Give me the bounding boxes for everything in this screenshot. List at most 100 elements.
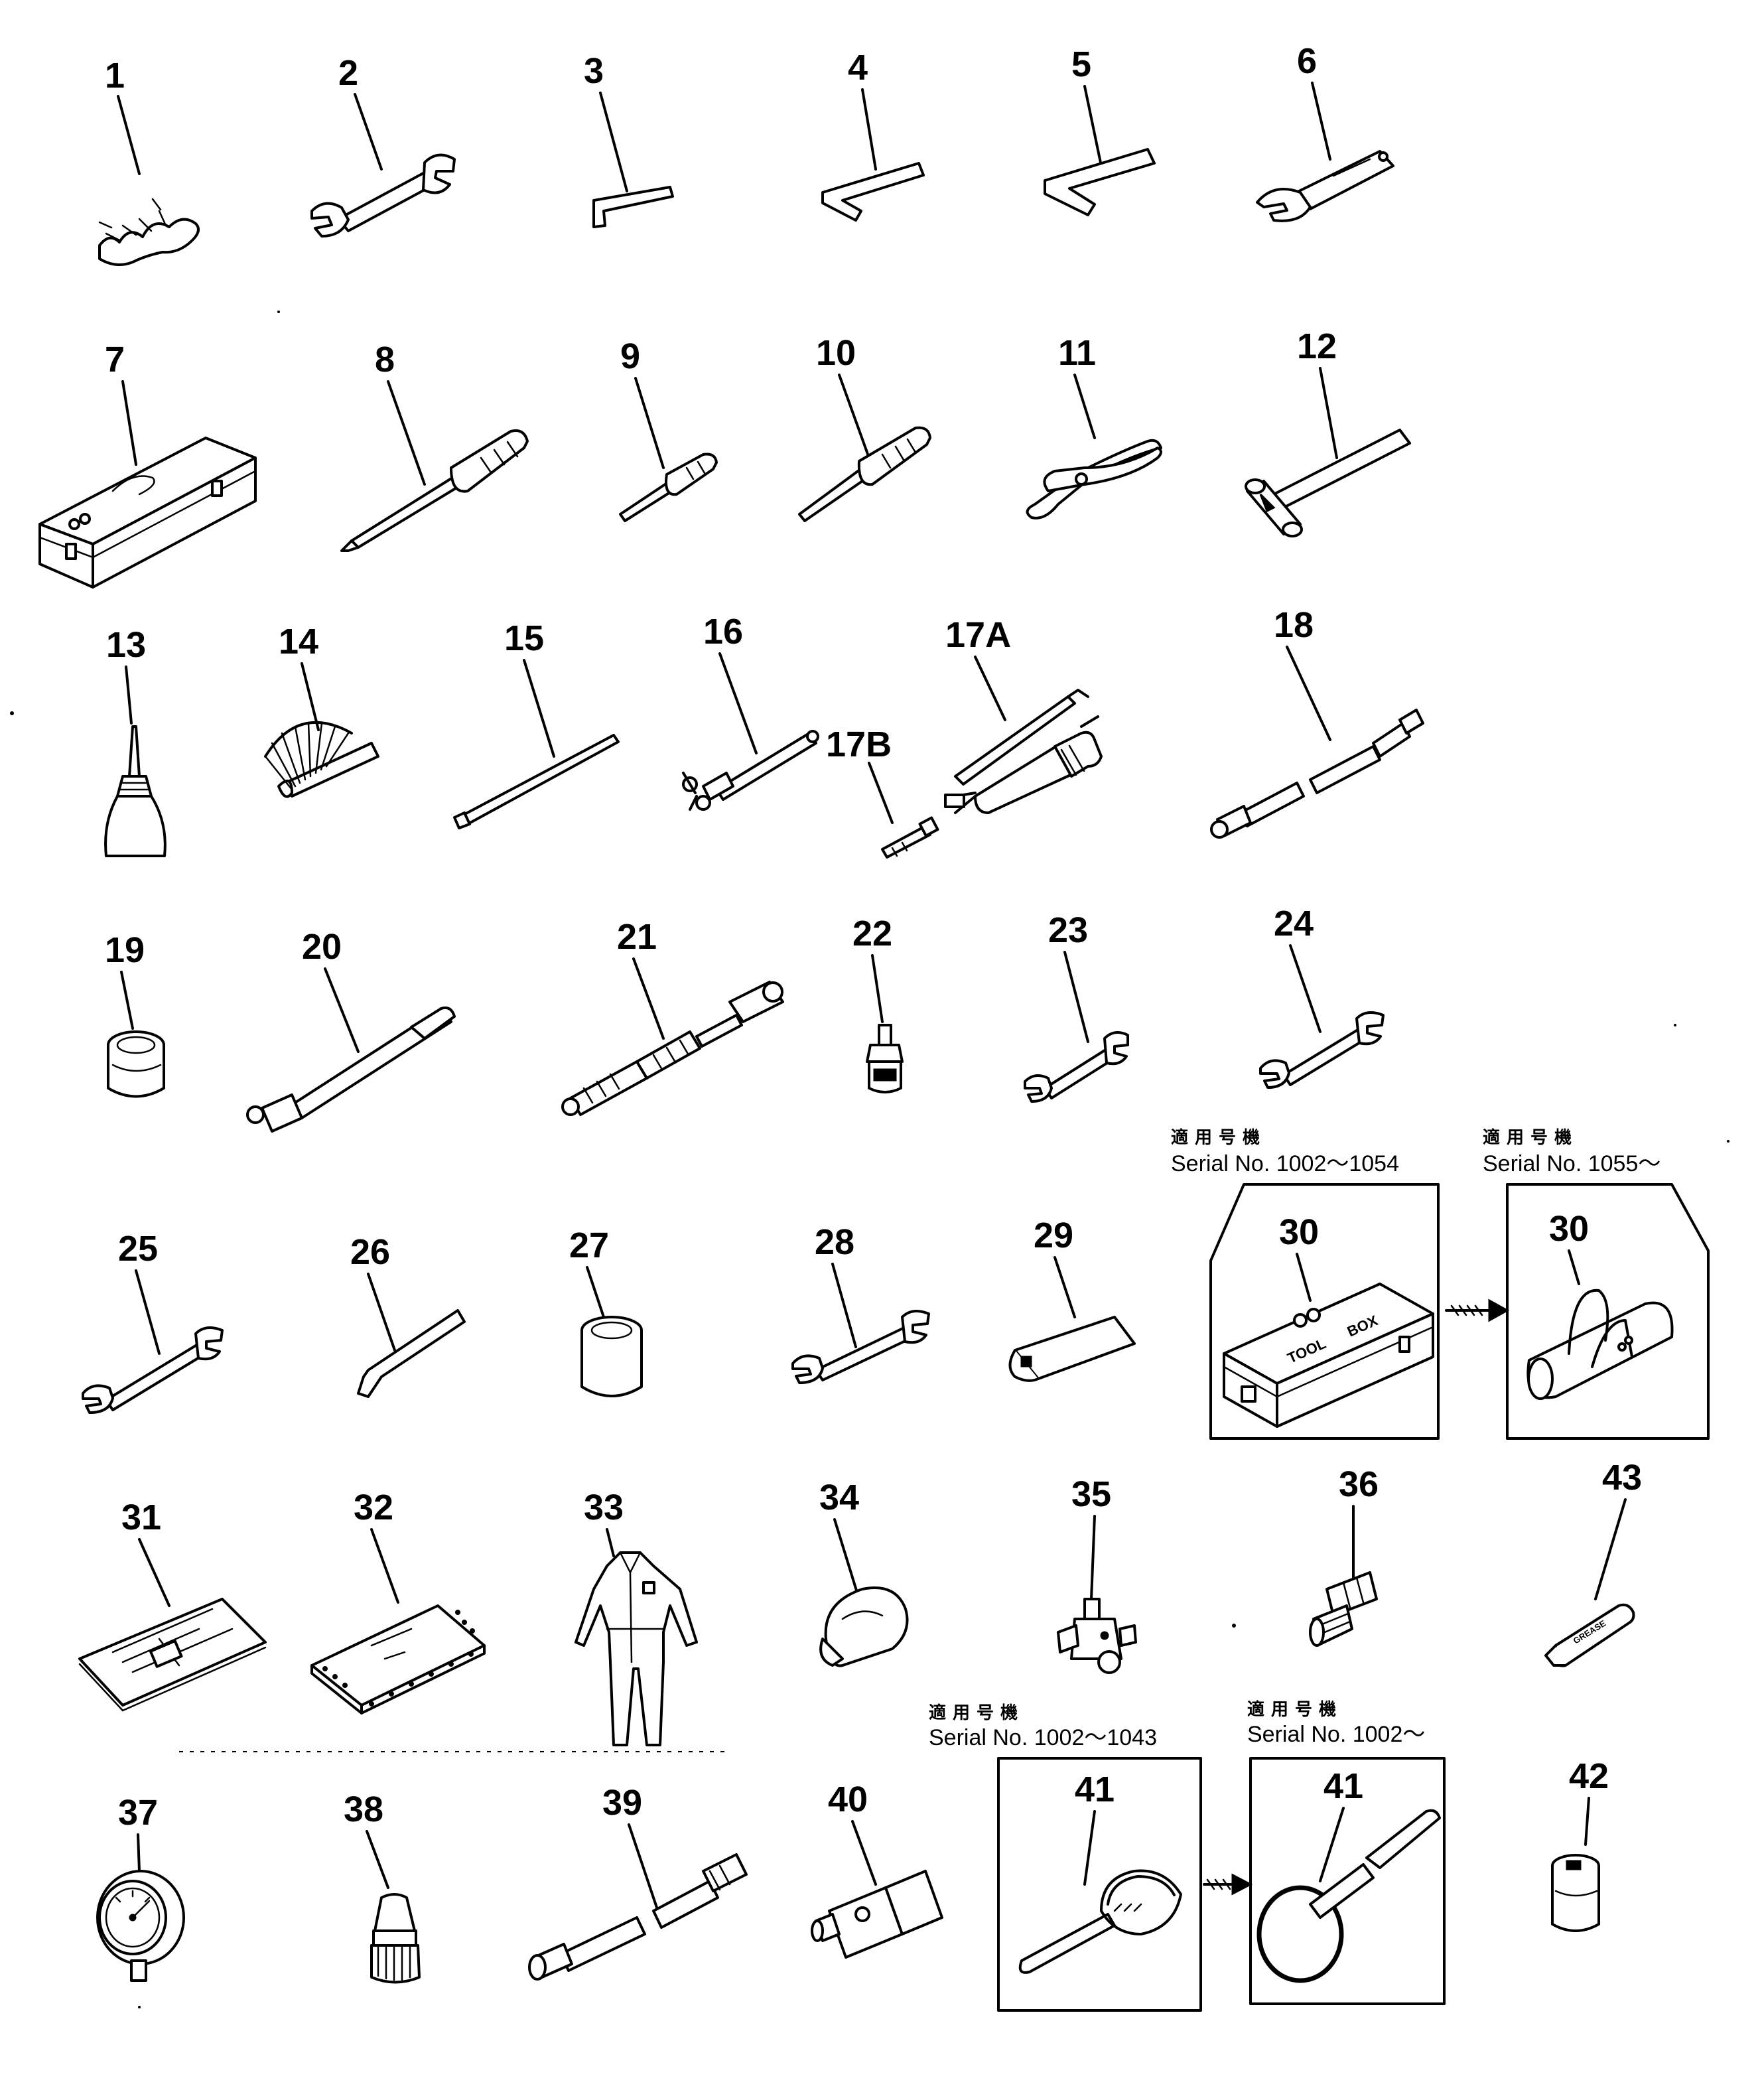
leader-line (1063, 951, 1089, 1043)
callout-21: 21 (617, 917, 657, 957)
leader-line (1296, 1253, 1312, 1302)
tool-bag-icon (1526, 1289, 1674, 1400)
leader-line (1319, 367, 1338, 459)
svg-text:適用号機: 適用号機 (1483, 1127, 1578, 1148)
oil-can-icon (104, 725, 167, 857)
hose-fitting-icon (1309, 1571, 1378, 1647)
leader-line (871, 954, 884, 1023)
leader-line (861, 88, 877, 171)
callout-17A: 17A (945, 615, 1011, 655)
leader-line (117, 95, 141, 175)
chain-icon (98, 198, 200, 266)
screwdriver-icon (340, 429, 529, 552)
callout-30-bag: 30 (1549, 1209, 1589, 1249)
leader-line (1594, 1498, 1627, 1600)
callout-14: 14 (279, 622, 318, 662)
callout-26: 26 (350, 1232, 390, 1272)
leader-line (632, 957, 665, 1040)
scan-specks (10, 311, 1729, 2008)
screwdriver-small-icon (619, 453, 718, 522)
leader-line (833, 1518, 860, 1600)
callout-3: 3 (584, 51, 604, 91)
callout-5: 5 (1071, 44, 1091, 84)
grease-nozzle-icon (881, 816, 939, 859)
leader-line (851, 1820, 877, 1886)
callout-41-ring: 41 (1323, 1766, 1363, 1806)
callout-2: 2 (338, 53, 358, 93)
pliers-icon (1026, 439, 1162, 520)
callout-30: 30 (1279, 1212, 1319, 1252)
leader-line (120, 971, 134, 1030)
leader-line (634, 377, 665, 469)
callout-22: 22 (852, 914, 892, 953)
leader-line (1311, 82, 1331, 161)
serial-box-41-early: 適用号機 Serial No. 1002～1043 (929, 1703, 1202, 2012)
arrow-hatch (1450, 1304, 1483, 1316)
leader-line (324, 967, 360, 1053)
callout-13: 13 (106, 625, 146, 665)
leader-line (135, 1269, 161, 1355)
callout-11: 11 (1058, 333, 1096, 373)
callout-41: 41 (1075, 1770, 1115, 1809)
callout-31: 31 (121, 1498, 161, 1537)
arrow-hatch (1206, 1878, 1231, 1890)
callout-33: 33 (584, 1488, 624, 1527)
hex-key-icon (821, 162, 925, 222)
leader-line (1083, 1810, 1096, 1886)
leader-line (1286, 646, 1331, 741)
callout-25: 25 (118, 1229, 158, 1269)
svg-text:適用号機: 適用号機 (1247, 1699, 1343, 1720)
callout-27: 27 (569, 1225, 609, 1265)
leader-line (301, 662, 320, 731)
feeler-gauge-icon (264, 721, 379, 798)
grease-gun-icon (944, 689, 1103, 814)
svg-text:適用号機: 適用号機 (1171, 1127, 1266, 1148)
valve-icon (1057, 1598, 1137, 1674)
leader-line (125, 665, 133, 725)
valve-cap-icon (370, 1893, 421, 1984)
leader-line (831, 1263, 857, 1348)
double-open-end-wrench-icon (791, 1310, 930, 1384)
leader-line (523, 659, 555, 758)
cap-icon (819, 1586, 909, 1667)
callout-17B: 17B (826, 725, 892, 764)
double-open-end-wrench-icon (1024, 1031, 1129, 1103)
callout-8: 8 (375, 340, 395, 380)
callout-28: 28 (815, 1222, 854, 1262)
callout-18: 18 (1274, 605, 1314, 645)
operation-manual-icon (78, 1598, 267, 1712)
adapter-block-icon (811, 1870, 943, 1959)
hose-icon (528, 1853, 748, 1981)
grease-tube-icon: GREASE (1544, 1603, 1635, 1667)
leader-line (1289, 944, 1322, 1033)
leader-line (838, 374, 870, 459)
callout-42: 42 (1569, 1756, 1609, 1796)
leader-line (1090, 1515, 1096, 1600)
callout-32: 32 (354, 1488, 393, 1527)
callout-15: 15 (504, 618, 544, 658)
leader-line (586, 1266, 605, 1318)
leader-line (370, 1528, 399, 1604)
grease-fitting-icon (866, 1024, 904, 1093)
coveralls-icon (575, 1551, 698, 1746)
hex-key-icon (357, 1309, 466, 1398)
callout-39: 39 (602, 1783, 642, 1823)
leader-line (1053, 1256, 1076, 1318)
callout-29: 29 (1034, 1216, 1073, 1255)
callout-23: 23 (1048, 910, 1088, 950)
adjustable-wrench-icon (1256, 150, 1394, 222)
callout-38: 38 (344, 1789, 383, 1829)
callout-6: 6 (1297, 41, 1317, 81)
callout-40: 40 (828, 1780, 868, 1819)
arrow-head-icon (1488, 1298, 1510, 1322)
arrow-head-icon (1231, 1873, 1253, 1896)
hex-key-small-icon (592, 186, 674, 228)
callout-34: 34 (819, 1478, 859, 1517)
socket-adapter-icon (1008, 1316, 1136, 1382)
svg-text:Serial No. 1055～: Serial No. 1055～ (1483, 1151, 1660, 1176)
serial-box-30-late: 適用号機 Serial No. 1055～ (1483, 1127, 1710, 1440)
leader-line (354, 93, 383, 171)
callout-16: 16 (703, 612, 743, 652)
universal-extension-icon (561, 981, 784, 1116)
